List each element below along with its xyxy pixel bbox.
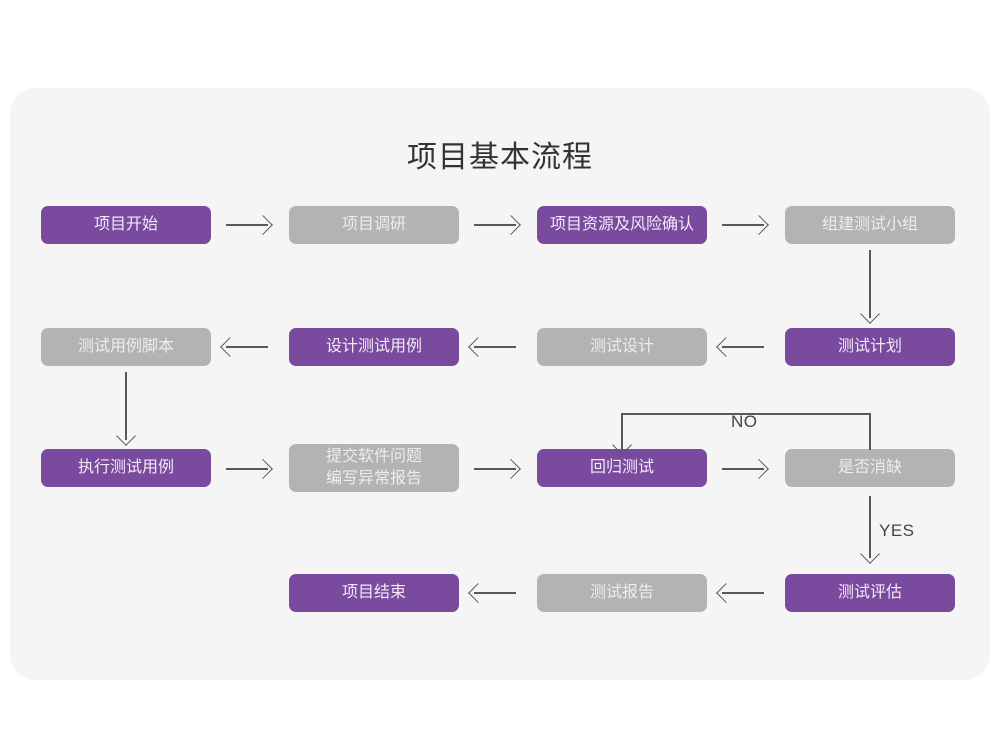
edge-label-no: NO (731, 412, 758, 431)
connector-no-riser (869, 413, 871, 450)
connector-execute-to-report (226, 468, 268, 470)
connector-team-to-plan (869, 250, 871, 318)
connector-no-span (621, 413, 870, 415)
node-submit-bug-report[interactable]: 提交软件问题 编写异常报告 (289, 444, 459, 492)
connector-plan-to-testdesign (722, 346, 764, 348)
node-test-plan[interactable]: 测试计划 (785, 328, 955, 366)
node-project-research[interactable]: 项目调研 (289, 206, 459, 244)
edge-label-yes: YES (879, 521, 915, 540)
node-test-evaluation[interactable]: 测试评估 (785, 574, 955, 612)
node-test-report[interactable]: 测试报告 (537, 574, 707, 612)
node-project-start[interactable]: 项目开始 (41, 206, 211, 244)
node-design-test-case[interactable]: 设计测试用例 (289, 328, 459, 366)
connector-report-to-regression (474, 468, 516, 470)
node-project-end[interactable]: 项目结束 (289, 574, 459, 612)
connector-evaluation-to-report (722, 592, 764, 594)
connector-risk-to-team (722, 224, 764, 226)
node-execute-test-case[interactable]: 执行测试用例 (41, 449, 211, 487)
node-test-design[interactable]: 测试设计 (537, 328, 707, 366)
connector-design-to-script (226, 346, 268, 348)
node-defect-cleared[interactable]: 是否消缺 (785, 449, 955, 487)
page-title: 项目基本流程 (407, 141, 593, 174)
connector-yes (869, 496, 871, 558)
node-resource-risk[interactable]: 项目资源及风险确认 (537, 206, 707, 244)
node-regression-test[interactable]: 回归测试 (537, 449, 707, 487)
connector-script-to-execute (125, 372, 127, 440)
connector-regression-to-defect (722, 468, 764, 470)
node-test-case-script[interactable]: 测试用例脚本 (41, 328, 211, 366)
connector-testdesign-to-designcase (474, 346, 516, 348)
connector-no-drop (621, 413, 623, 449)
connector-research-to-risk (474, 224, 516, 226)
node-build-test-team[interactable]: 组建测试小组 (785, 206, 955, 244)
connector-start-to-research (226, 224, 268, 226)
connector-report-to-end (474, 592, 516, 594)
